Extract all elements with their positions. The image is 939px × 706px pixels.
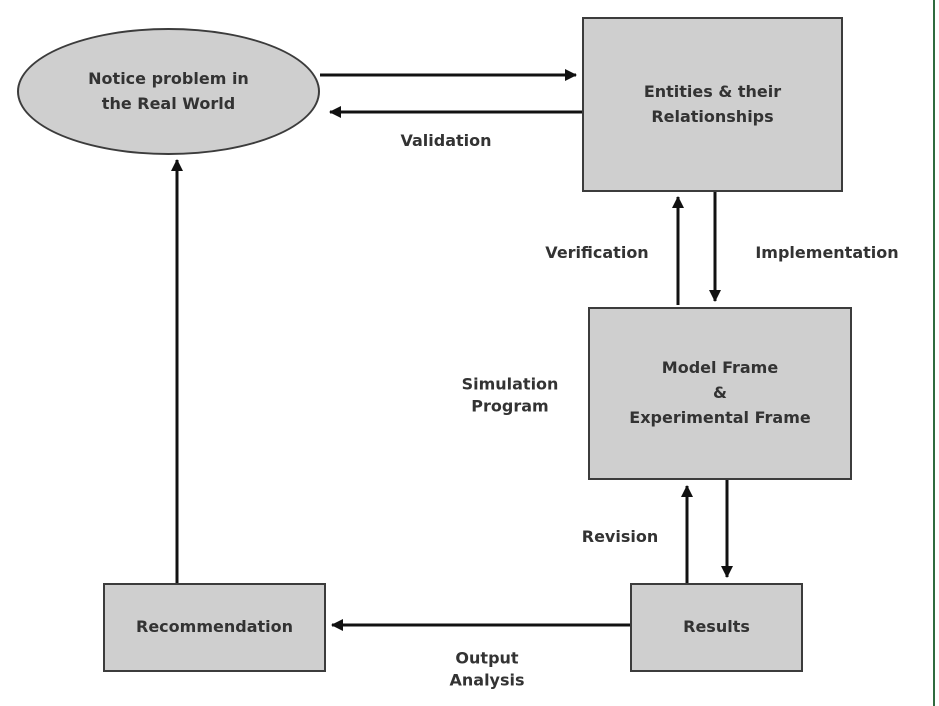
edge-label-simulation-program: Simulation Program <box>461 374 559 416</box>
edge-label-validation: Validation <box>400 130 492 150</box>
node-notice-problem-real-world: Notice problem in the Real World <box>17 28 320 155</box>
node-entities-relationships: Entities & their Relationships <box>582 17 843 192</box>
node-results: Results <box>630 583 803 672</box>
edge-label-verification: Verification <box>545 242 649 262</box>
right-frame-line <box>933 0 935 706</box>
node-recommendation: Recommendation <box>103 583 326 672</box>
edge-label-revision: Revision <box>581 526 659 546</box>
edge-label-implementation: Implementation <box>755 242 899 262</box>
edge-label-output-analysis: Output Analysis <box>449 648 525 690</box>
node-model-experimental-frame: Model Frame & Experimental Frame <box>588 307 852 480</box>
